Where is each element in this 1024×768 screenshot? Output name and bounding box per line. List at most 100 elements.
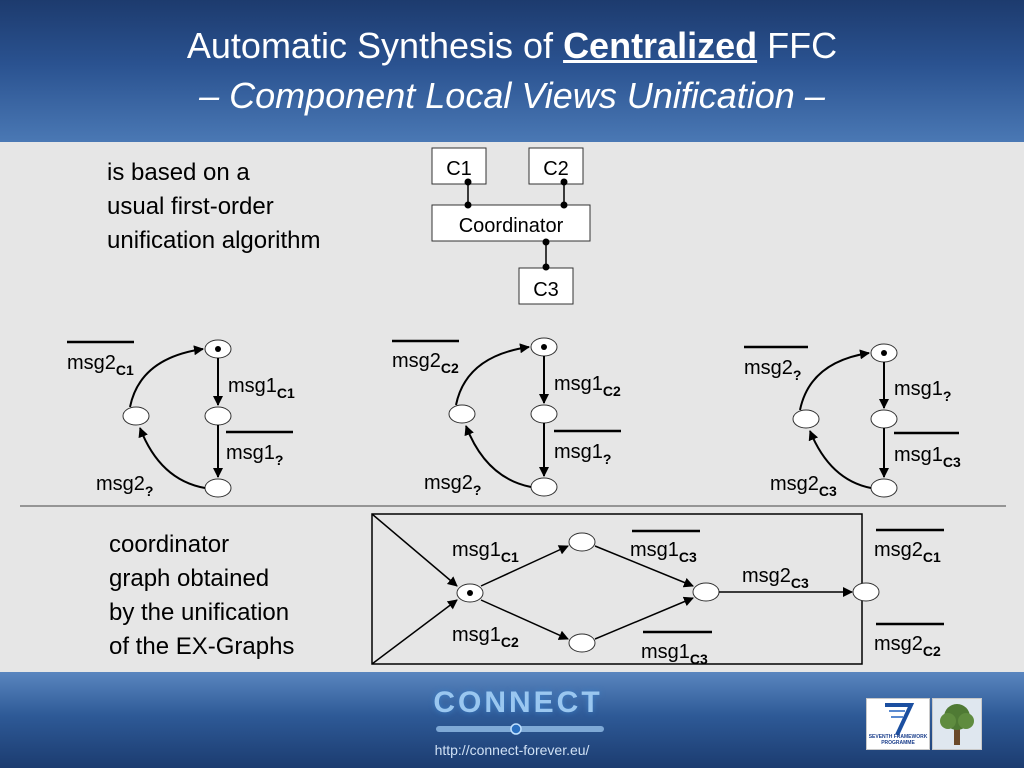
edge-label-sub: C2 <box>441 360 459 376</box>
transition <box>480 545 569 587</box>
ex-graph-c1: msg2C1 msg1C1 msg1? msg2? <box>67 339 295 499</box>
edge-label: msg1C2 <box>452 624 519 650</box>
edge-label: msg2? <box>96 473 153 499</box>
ex-graph-c3: msg2? msg1? msg1C3 msg2C3 <box>744 343 961 499</box>
state <box>568 633 596 653</box>
edge-label-sub: C1 <box>116 362 134 378</box>
coordinator-box <box>431 204 591 242</box>
initial-dot <box>881 350 887 356</box>
edge-label-text: msg2 <box>67 352 116 374</box>
edge-label-sub: C3 <box>690 651 708 667</box>
component-c3-box <box>518 267 574 305</box>
edge-label-text: msg1 <box>226 442 275 464</box>
fp7-logo: SEVENTH FRAMEWORK PROGRAMME <box>866 698 930 750</box>
state <box>204 478 232 498</box>
transition <box>594 545 694 588</box>
transition <box>594 596 694 640</box>
edge-label-sub: C3 <box>679 549 697 565</box>
note-line: is based on a <box>107 159 250 186</box>
note-line: of the EX-Graphs <box>109 633 295 660</box>
edge-label-sub: ? <box>793 367 802 383</box>
edge-label-text: msg1 <box>554 441 603 463</box>
transition <box>138 427 206 489</box>
ex-graph-c2: msg2C2 msg1C2 msg1? msg2? <box>392 337 621 498</box>
edge-label-sub: C3 <box>943 454 961 470</box>
transition <box>480 599 569 640</box>
edge-label: msg1C3 <box>630 539 697 565</box>
edge-label-text: msg1 <box>452 539 501 561</box>
edge-label-text: msg1 <box>554 373 603 395</box>
edge-label-text: msg1 <box>452 624 501 646</box>
edge-label-sub: ? <box>145 483 154 499</box>
tree-logo <box>932 698 982 750</box>
edge-label-sub: C2 <box>501 634 519 650</box>
state <box>530 404 558 424</box>
edge-label-sub: C3 <box>819 483 837 499</box>
edge-label-sub: ? <box>473 482 482 498</box>
fp7-emblem-icon <box>885 703 915 736</box>
note-line: by the unification <box>109 599 290 626</box>
edge-label-sub: ? <box>275 452 284 468</box>
edge-label-text: msg1 <box>641 641 690 663</box>
edge-label-sub: C2 <box>603 383 621 399</box>
edge-label-text: msg2 <box>744 357 793 379</box>
edge-label-text: msg1 <box>894 378 943 400</box>
slide-subtitle: – Component Local Views Unification – <box>199 75 825 116</box>
edge-label: msg2C3 <box>742 565 809 591</box>
edge-label: msg1C2 <box>554 373 621 399</box>
port-dot <box>464 178 472 186</box>
initial-dot <box>541 344 547 350</box>
footer-url[interactable]: http://connect-forever.eu/ <box>434 742 590 758</box>
title-emphasis: Centralized <box>563 25 758 66</box>
state <box>692 582 720 602</box>
component-c3-label: C3 <box>533 279 559 301</box>
state <box>870 478 898 498</box>
component-c1-label: C1 <box>446 158 472 180</box>
edge-label: msg2C2 <box>392 350 459 376</box>
state <box>530 477 558 497</box>
state <box>568 532 596 552</box>
edge-label: msg2C1 <box>874 539 941 565</box>
slide-title: Automatic Synthesis of Centralized FFC <box>0 26 1024 66</box>
edge-label: msg2C3 <box>770 473 837 499</box>
transition <box>455 343 530 406</box>
state <box>122 406 150 426</box>
tree-icon <box>940 704 974 745</box>
initial-dot <box>467 590 473 596</box>
port-dot <box>542 238 550 246</box>
note-line: usual first-order <box>107 193 274 220</box>
note-line: coordinator <box>109 531 230 558</box>
fp7-text: SEVENTH FRAMEWORK PROGRAMME <box>868 734 928 746</box>
state <box>448 404 476 424</box>
edge-label: msg1? <box>894 378 951 404</box>
port-dot <box>560 201 568 209</box>
title-suffix: FFC <box>757 25 838 66</box>
state <box>792 409 820 429</box>
edge-label: msg2C2 <box>874 633 941 659</box>
edge-label-text: msg2 <box>742 565 791 587</box>
edge-label-sub: C2 <box>923 643 941 659</box>
title-prefix: Automatic Synthesis of <box>186 25 564 66</box>
edge-label: msg1? <box>554 441 611 467</box>
edge-label-text: msg2 <box>392 350 441 372</box>
transition <box>799 349 870 411</box>
final-state <box>852 582 880 602</box>
edge-label: msg1C3 <box>894 444 961 470</box>
component-c2-label: C2 <box>543 158 569 180</box>
edge-label-sub: C1 <box>277 385 295 401</box>
coordinator-label: Coordinator <box>459 215 564 237</box>
edge-label: msg2? <box>424 472 481 498</box>
edge-label-text: msg1 <box>630 539 679 561</box>
component-c1-box <box>431 147 487 185</box>
edge-label: msg2? <box>744 357 801 383</box>
edge-label-sub: C1 <box>923 549 941 565</box>
slide-footer <box>0 672 1024 768</box>
note-line: unification algorithm <box>107 227 321 254</box>
transition <box>464 425 532 488</box>
edge-label-text: msg2 <box>770 473 819 495</box>
component-c2-box <box>528 147 584 185</box>
slide-header: Automatic Synthesis of Centralized FFC –… <box>0 0 1024 142</box>
note-coordinator-graph: coordinator graph obtained by the unific… <box>109 528 294 664</box>
edge-label-sub: ? <box>943 388 952 404</box>
edge-label-sub: ? <box>603 451 612 467</box>
